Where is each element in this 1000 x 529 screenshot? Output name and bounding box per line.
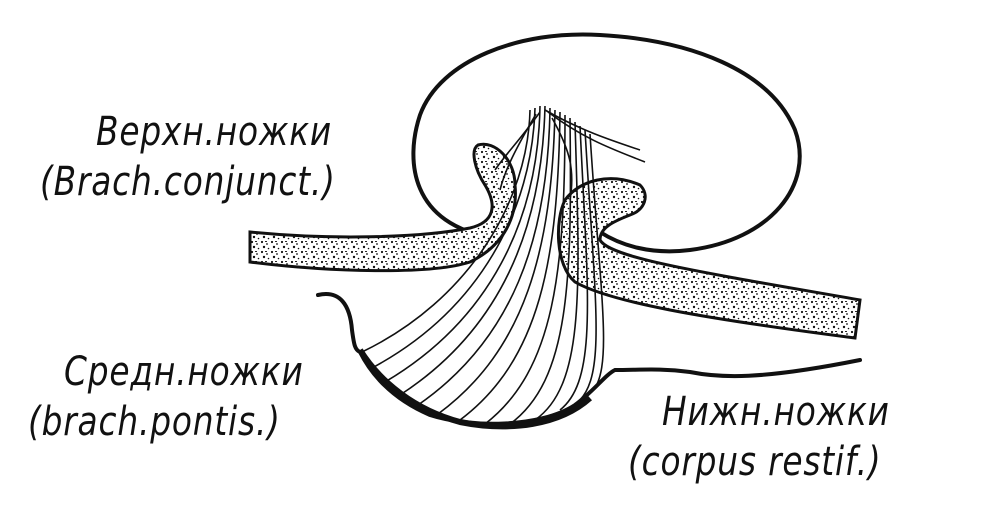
label-middle-peduncle-latin: (brach.pontis.) <box>28 399 281 445</box>
middle-peduncle-base <box>357 348 593 430</box>
peduncle-fibers <box>361 105 646 425</box>
label-middle-peduncle-ru: Средн.ножки <box>64 349 304 395</box>
left-peduncle-band <box>248 142 517 273</box>
label-inferior-peduncle-latin: (corpus restif.) <box>628 439 882 485</box>
label-superior-peduncle-ru: Верхн.ножки <box>96 109 332 155</box>
right-peduncle-band <box>556 177 862 340</box>
label-inferior-peduncle-ru: Нижн.ножки <box>662 389 890 435</box>
middle-peduncle-outline <box>316 292 862 426</box>
label-superior-peduncle-latin: (Brach.conjunct.) <box>40 159 336 205</box>
cerebellum-outline <box>411 32 802 254</box>
